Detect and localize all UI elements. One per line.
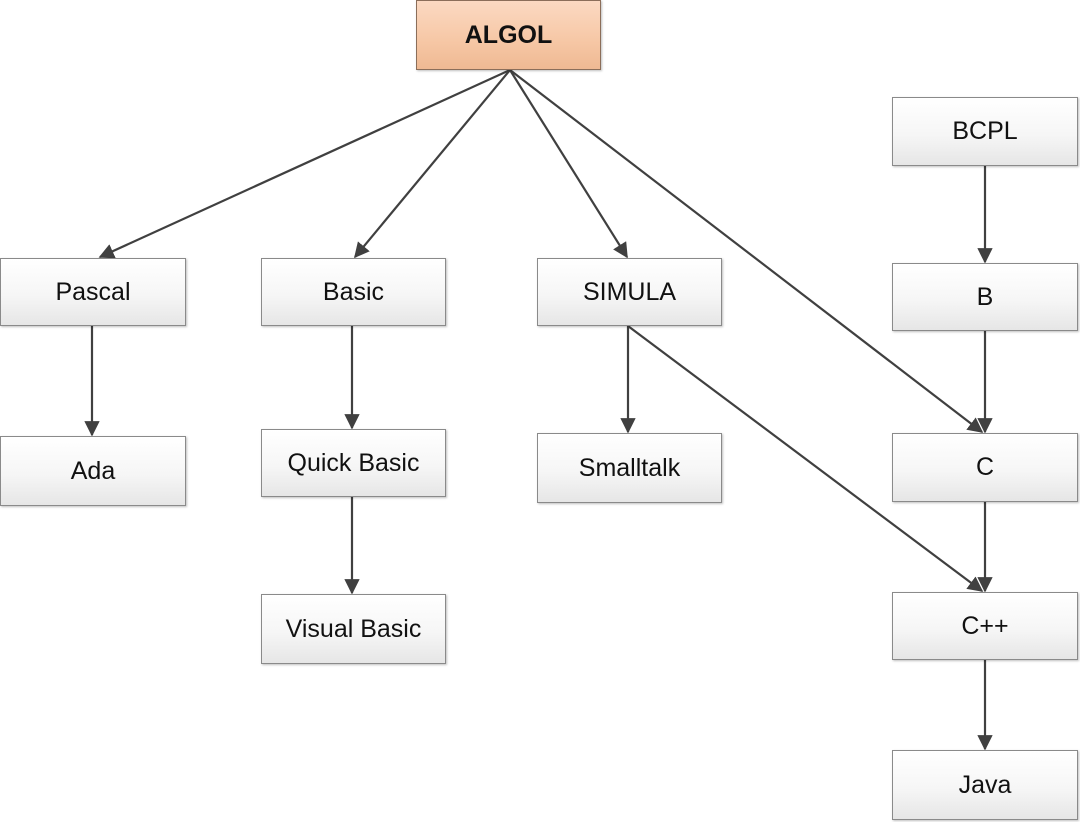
node-simula: SIMULA [537,258,722,326]
node-b: B [892,263,1078,331]
edge-simula-cpp [627,325,984,592]
node-ada: Ada [0,436,186,506]
edge-algol-basic [354,69,511,259]
node-quick-basic: Quick Basic [261,429,446,497]
node-pascal: Pascal [0,258,186,326]
node-cpp: C++ [892,592,1078,660]
node-java: Java [892,750,1078,820]
edge-algol-pascal [98,68,511,259]
node-basic: Basic [261,258,446,326]
node-visual-basic: Visual Basic [261,594,446,664]
node-algol: ALGOL [416,0,601,70]
node-c: C [892,433,1078,502]
node-smalltalk: Smalltalk [537,433,722,503]
edge-algol-simula [509,69,628,259]
edge-algol-c [509,69,984,433]
node-bcpl: BCPL [892,97,1078,166]
